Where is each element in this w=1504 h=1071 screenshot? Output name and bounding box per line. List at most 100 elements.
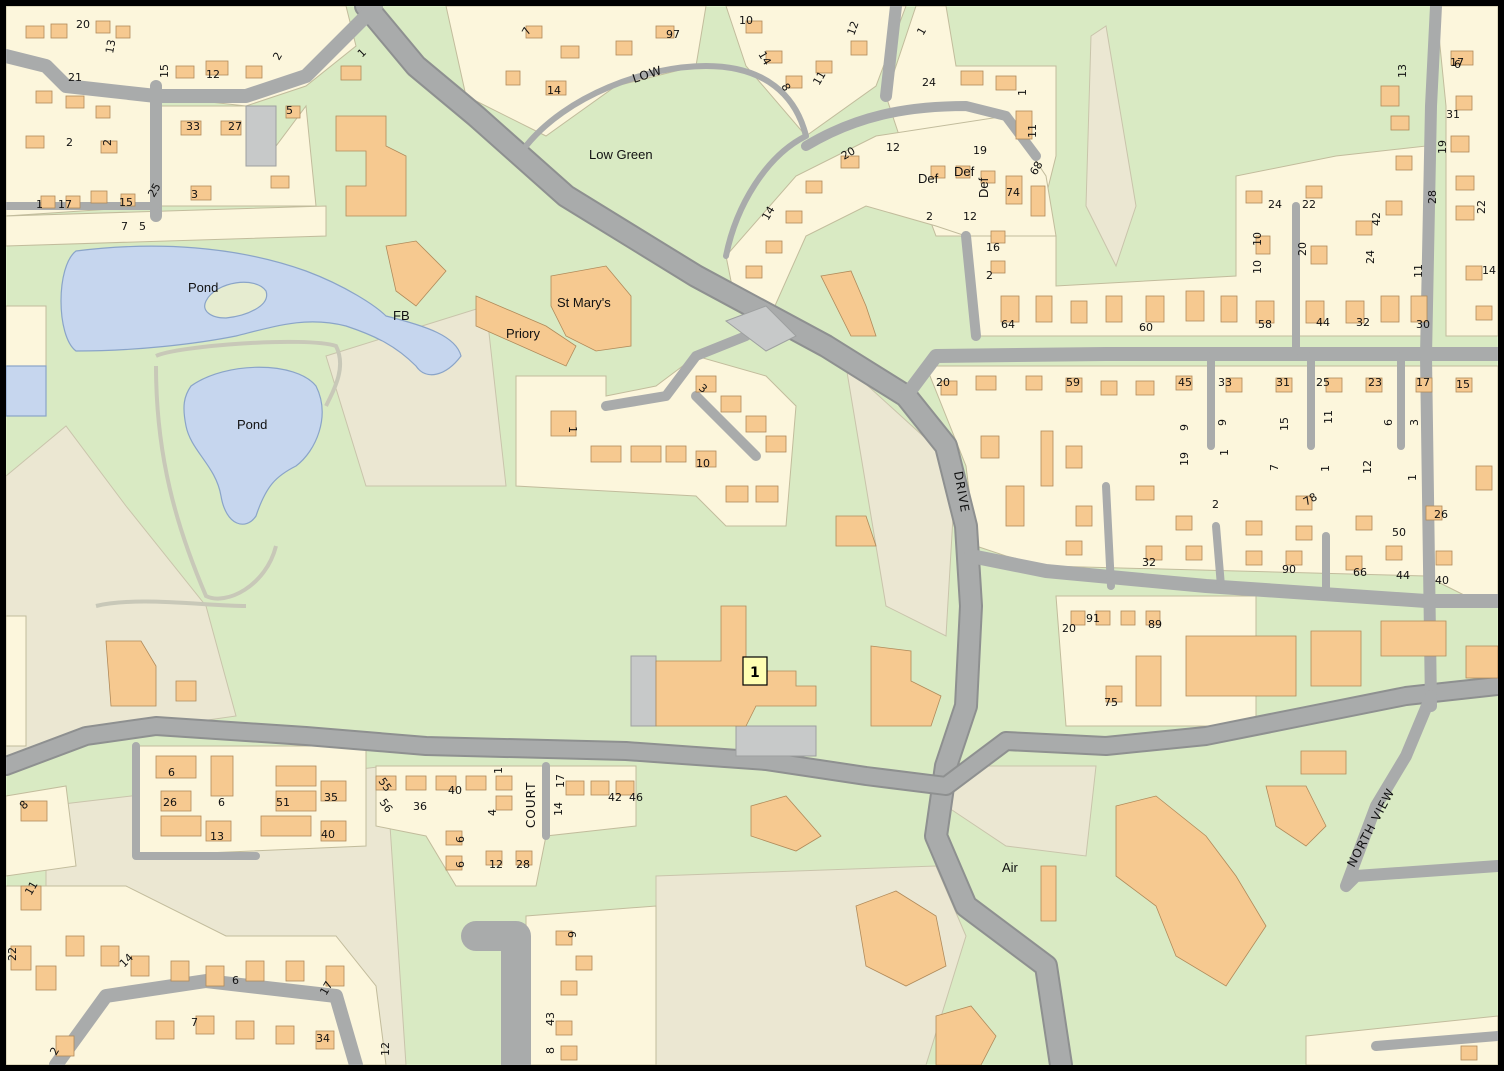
building-east-industrial-3 [1380,620,1447,657]
house-number-label: 40 [321,828,335,841]
house-number-label: 12 [963,210,977,223]
house-number-label: 43 [544,1012,557,1026]
house-number-label: 91 [1086,612,1100,625]
house-number-label: 2 [926,210,933,223]
house-number-label: 31 [1276,376,1290,389]
house-number-label: 10 [1251,260,1264,274]
house-number-label: 26 [1434,508,1448,521]
house-number-label: 3 [191,188,198,201]
house-number-label: 28 [516,858,530,871]
building-east-industrial-2 [1310,630,1362,687]
house-number-label: 6 [565,931,578,938]
house-number-label: 40 [1435,574,1449,587]
house-number-label: 30 [1416,318,1430,331]
house-number-label: 90 [1282,563,1296,576]
building-south-central [855,890,947,987]
house-number-label: 12 [845,19,862,37]
house-number-label: 1 [492,767,505,774]
map-canvas[interactable]: Low Green Pond Pond St Mary's Priory FB … [6,6,1498,1065]
site-marker-box[interactable] [742,656,768,686]
building-air [1040,865,1057,922]
house-number-label: 42 [1370,212,1383,226]
road-label-court: COURT [524,782,538,828]
house-number-label: 15 [158,64,171,78]
house-number-label: 51 [276,796,290,809]
house-number-label: 22 [6,947,19,961]
label-pond-north: Pond [188,280,218,295]
house-number-label: 12 [886,141,900,154]
house-number-label: 11 [22,879,40,898]
house-number-label: 28 [1426,190,1439,204]
label-fb: FB [393,308,410,323]
house-number-label: 60 [1139,321,1153,334]
house-number-label: 33 [186,120,200,133]
house-number-label: 6 [218,796,225,809]
house-number-label: 36 [413,800,427,813]
house-number-label: 45 [1178,376,1192,389]
house-number-label: 19 [973,144,987,157]
house-number-label: 12 [489,858,503,871]
house-number-label: 3 [1408,419,1421,426]
house-number-label: 97 [666,28,680,41]
site-marker[interactable]: 1 [742,656,768,686]
house-number-label: 6 [168,766,175,779]
building-south-east-complex [1115,795,1267,987]
house-number-label: 14 [1482,264,1496,277]
house-number-label: 32 [1142,556,1156,569]
building-fb [385,240,447,307]
house-number-label: 4 [486,809,499,816]
building-south-west-block [750,795,822,852]
house-number-label: 89 [1148,618,1162,631]
house-number-label: 26 [163,796,177,809]
house-number-label: 66 [1353,566,1367,579]
building-central [820,270,877,337]
house-number-label: 20 [936,376,950,389]
house-number-label: 20 [1062,622,1076,635]
house-number-label: 5 [286,104,293,117]
house-number-label: 16 [986,241,1000,254]
house-number-label: 25 [1316,376,1330,389]
site-marker-label: 1 [750,665,760,681]
building-small-west [175,680,197,702]
house-number-label: 15 [1278,417,1291,431]
building-st-marys [550,265,632,352]
house-number-label: 15 [119,196,133,209]
house-number-label: 14 [755,49,773,68]
house-number-label: 11 [810,69,828,88]
house-number-label: 42 [608,791,622,804]
house-number-label: 1 [1319,465,1332,472]
house-number-label: 17 [58,198,72,211]
building-10 [550,410,577,437]
building-east-wing [870,645,942,727]
house-number-label: 5 [139,220,146,233]
building-south-bottom [935,1005,997,1065]
house-number-label: 59 [1066,376,1080,389]
house-number-label: 6 [1382,419,1395,426]
house-number-label: 19 [1178,452,1191,466]
house-number-label: 10 [739,14,753,27]
house-number-label: 24 [1364,250,1377,264]
building-south-east-2 [1265,785,1327,847]
house-number-label: 64 [1001,318,1015,331]
pond-north [60,245,462,376]
house-number-label: 11 [1322,410,1335,424]
house-number-label: 9 [453,836,466,843]
house-number-label: 1 [566,426,579,433]
house-number-label: 17 [1416,376,1430,389]
house-number-label: 50 [1392,526,1406,539]
house-number-label: 14 [547,84,561,97]
paths [95,339,343,608]
house-number-label: 2 [986,269,993,282]
house-number-label: 1 [1406,474,1419,481]
house-number-label: 34 [316,1032,330,1045]
building-east-3 [1135,655,1162,707]
building-main-hospital [655,605,817,727]
house-number-label: 10 [696,457,710,470]
label-air: Air [1002,860,1019,875]
building-south-east-3 [1300,750,1347,775]
house-number-label: 9 [453,861,466,868]
house-number-label: 31 [1446,108,1460,121]
house-number-label: 6 [232,974,239,987]
house-number-label: 27 [228,120,242,133]
house-number-label: 19 [1436,140,1449,154]
